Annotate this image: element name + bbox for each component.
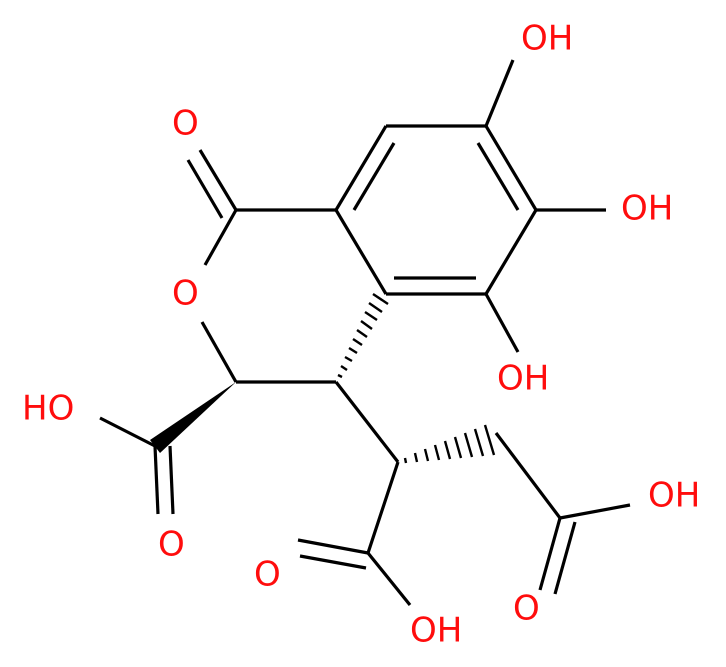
label-o-carbonyl: O — [172, 104, 199, 144]
label-ho-left: HO — [22, 389, 74, 429]
label-o-mid-acid: O — [254, 555, 281, 595]
label-o-left-acid: O — [158, 525, 185, 565]
label-oh-bottom: OH — [410, 611, 462, 651]
lactone-ring — [200, 208, 389, 384]
label-oh-top: OH — [521, 19, 573, 59]
label-o-right-acid: O — [513, 589, 540, 629]
aromatic-ring — [334, 124, 538, 296]
wedge-bond-left — [150, 382, 236, 453]
label-o-ring: O — [172, 274, 199, 314]
label-oh-right: OH — [648, 476, 700, 516]
label-oh-mid: OH — [621, 189, 673, 229]
label-oh-low: OH — [497, 359, 549, 399]
